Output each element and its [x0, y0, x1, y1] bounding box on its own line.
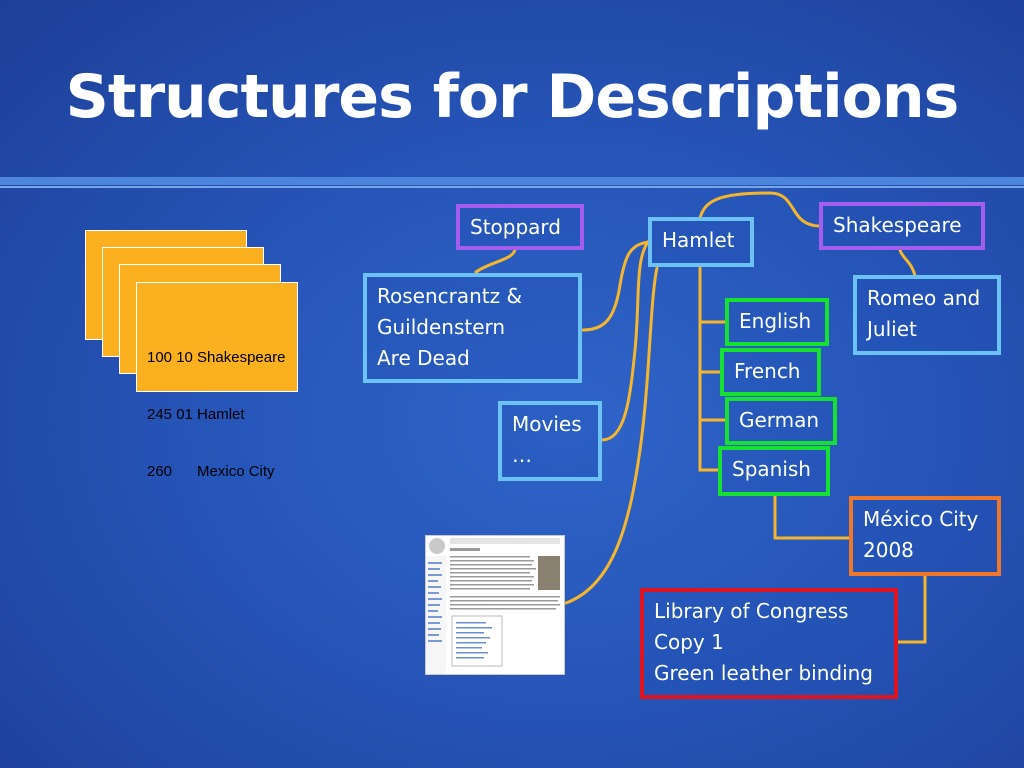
connector-hamlet-wiki	[564, 266, 659, 605]
node-rosencrantz: Rosencrantz & Guildenstern Are Dead	[363, 273, 582, 383]
connector-shakespeare-romeo	[898, 248, 917, 278]
connector-hamlet-shakespeare	[698, 191, 822, 228]
portrait-image	[538, 556, 560, 590]
node-movies: Movies …	[498, 401, 602, 481]
title-rule	[0, 177, 1024, 185]
connector-spanish-mexico	[773, 493, 852, 540]
node-hamlet: Hamlet	[648, 217, 754, 267]
node-french: French	[720, 348, 821, 396]
node-spanish: Spanish	[718, 446, 830, 496]
webpage-image	[426, 536, 564, 674]
record-card-front: 100 10 Shakespeare 245 01 Hamlet 260 Mex…	[136, 282, 298, 480]
record-line-100: 100 10 Shakespeare	[147, 349, 286, 366]
node-mexico-city: México City 2008	[849, 496, 1001, 576]
title-rule-thin	[0, 186, 1024, 188]
connector-hamlet-movies	[600, 240, 650, 442]
node-romeo: Romeo and Juliet	[853, 275, 1001, 355]
node-english: English	[725, 298, 829, 346]
connector-stoppard-rosencrantz	[474, 248, 517, 274]
record-line-260: 260 Mexico City	[147, 463, 275, 480]
connector-hamlet-rosencrantz	[581, 240, 650, 332]
record-line-245: 245 01 Hamlet	[147, 406, 245, 423]
connector-mexico-library	[895, 573, 927, 644]
connector-hamlet-expressions	[698, 266, 722, 472]
wiki-logo-icon	[429, 538, 445, 554]
wikipedia-page-thumbnail	[425, 535, 565, 675]
node-stoppard: Stoppard	[456, 204, 584, 250]
node-library-of-congress: Library of Congress Copy 1 Green leather…	[640, 588, 898, 699]
node-shakespeare: Shakespeare	[819, 202, 985, 250]
node-german: German	[725, 397, 837, 445]
slide-title: Structures for Descriptions	[65, 62, 960, 132]
